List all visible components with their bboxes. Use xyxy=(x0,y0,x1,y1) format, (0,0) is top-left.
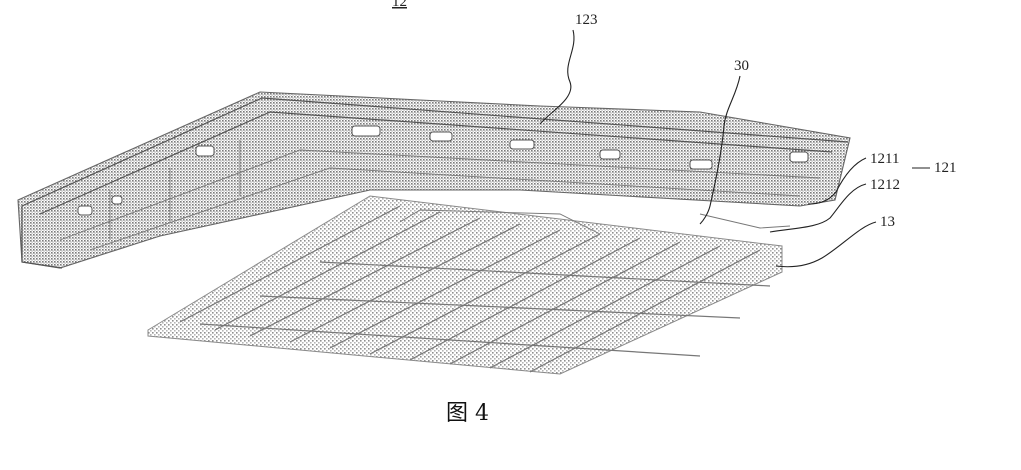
label-123: 123 xyxy=(575,12,598,28)
label-121: 121 xyxy=(934,160,957,176)
label-1212: 1212 xyxy=(870,177,900,193)
radiator-fin-stack xyxy=(148,196,782,374)
figure-caption: 图 4 xyxy=(446,401,489,426)
figure-top-label: 12 xyxy=(392,0,407,10)
label-1211: 1211 xyxy=(870,151,899,167)
label-30: 30 xyxy=(734,58,749,74)
label-13: 13 xyxy=(880,214,895,230)
